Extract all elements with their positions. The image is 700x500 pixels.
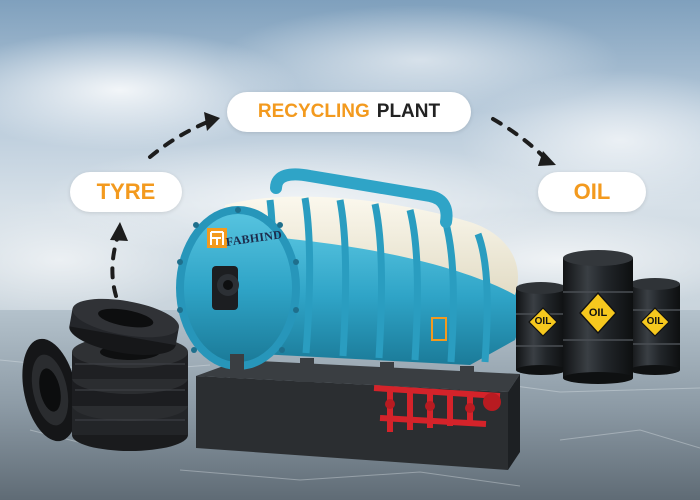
oil-drum-right bbox=[630, 278, 680, 375]
arrowhead-right-icon bbox=[204, 112, 220, 131]
top-pipe bbox=[270, 168, 453, 228]
tyre-stack bbox=[22, 298, 188, 451]
tyre-label: TYRE bbox=[96, 179, 156, 204]
drum-left-label: OIL bbox=[534, 316, 552, 327]
arrow-tyre-to-plant bbox=[148, 119, 212, 159]
recycling-word: RECYCLING bbox=[257, 101, 370, 122]
tyre-label-pill: TYRE bbox=[70, 172, 182, 212]
oil-label-pill: OIL bbox=[538, 172, 646, 212]
side-logo-icon bbox=[431, 317, 447, 341]
plant-word: PLANT bbox=[376, 101, 441, 122]
oil-drum-left bbox=[516, 282, 566, 375]
drum-center-label: OIL bbox=[588, 307, 608, 319]
recycling-plant-label-pill: RECYCLING PLANT bbox=[227, 92, 471, 132]
oil-label: OIL bbox=[573, 179, 611, 204]
arrow-tyres-to-tyre-label bbox=[110, 234, 120, 298]
recycling-plant bbox=[176, 168, 522, 470]
arrow-heads bbox=[110, 112, 556, 241]
oil-drums bbox=[516, 250, 680, 384]
drum-right-label: OIL bbox=[646, 316, 664, 327]
oil-drum-center bbox=[563, 250, 633, 384]
arrowhead-down-right-icon bbox=[538, 151, 556, 166]
arrowhead-up-icon bbox=[110, 222, 128, 241]
red-pipes bbox=[373, 385, 501, 432]
